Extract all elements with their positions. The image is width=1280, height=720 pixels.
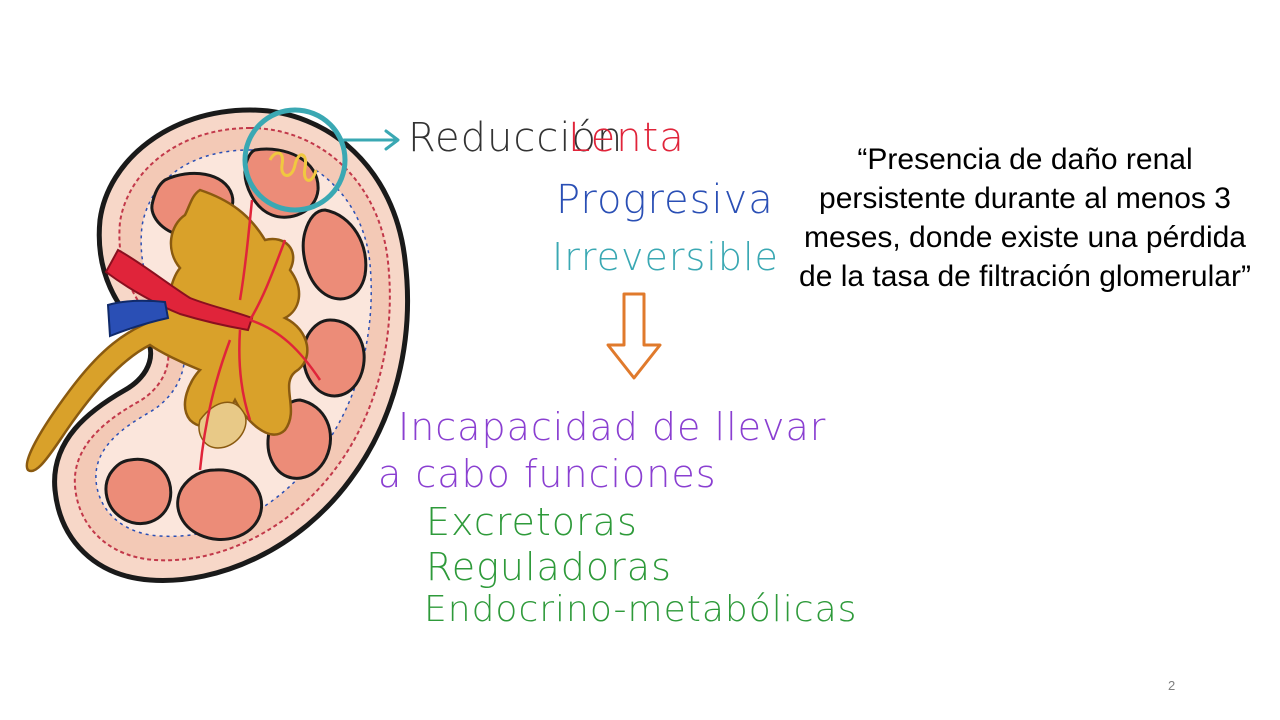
arrow-down-icon (606, 292, 662, 380)
label-excretoras: Excretoras (426, 500, 638, 544)
label-lenta: Lenta (568, 115, 685, 161)
label-incapacidad-1: Incapacidad de llevar (398, 405, 827, 449)
label-progresiva: Progresiva (556, 177, 774, 223)
highlight-circle (242, 107, 348, 213)
label-endocrino: Endocrino-metabólicas (424, 589, 858, 630)
page-number: 2 (1168, 678, 1176, 693)
arrow-right-icon (342, 129, 400, 151)
label-reguladoras: Reguladoras (426, 545, 672, 589)
glomerulus-sketch (268, 151, 318, 182)
kidney-illustration (25, 107, 410, 583)
label-irreversible: Irreversible (552, 235, 779, 279)
renal-vein (106, 299, 170, 338)
label-reduccion: Reducción (408, 115, 624, 161)
arterial-branches (198, 199, 322, 471)
label-incapacidad-2: a cabo funciones (378, 452, 717, 496)
definition-quote: “Presencia de daño renal persistente dur… (799, 143, 1251, 293)
